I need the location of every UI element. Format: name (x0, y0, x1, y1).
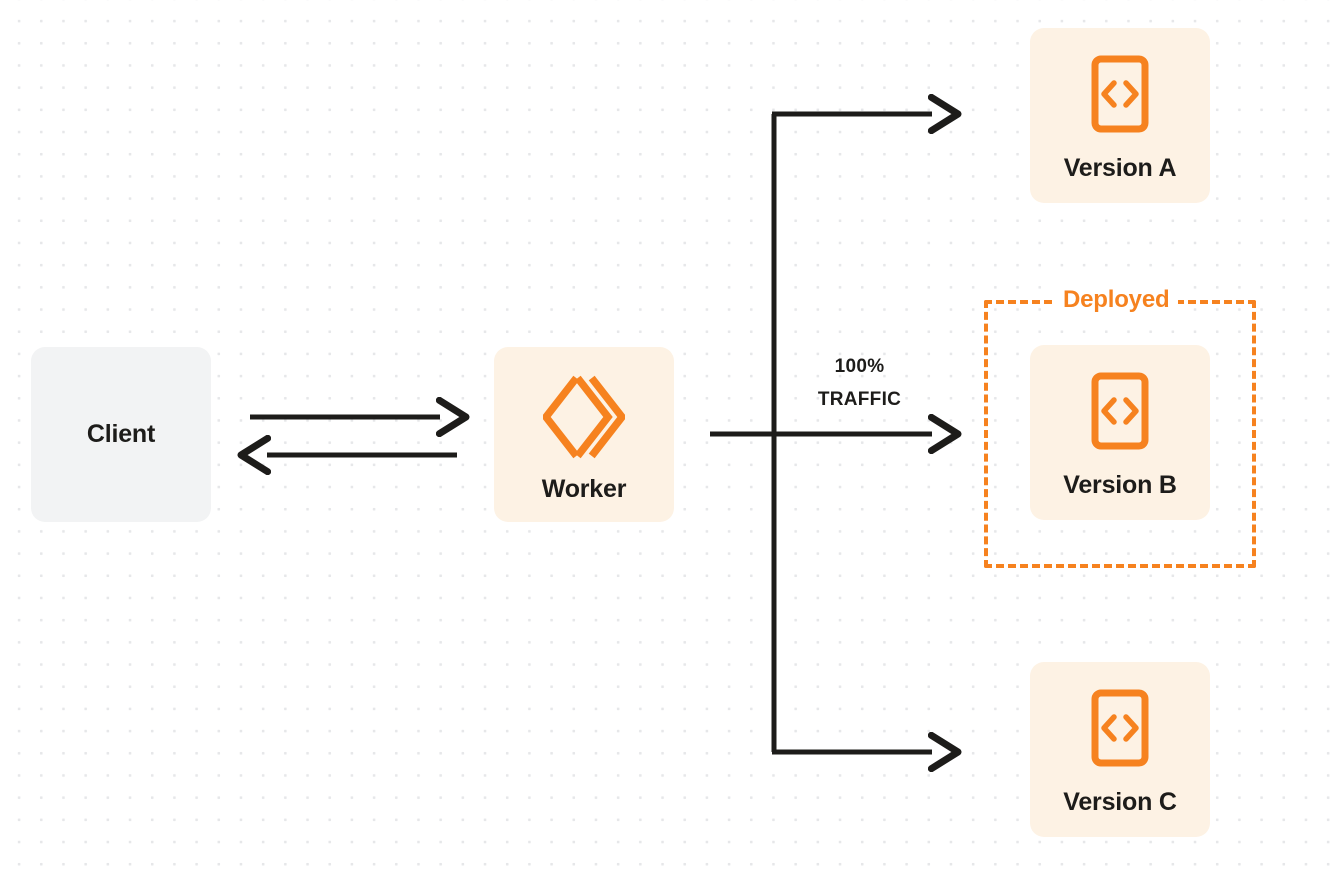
node-version-c-label: Version C (1063, 788, 1177, 816)
node-version-b[interactable]: Version B (1030, 345, 1210, 520)
traffic-annotation: 100% TRAFFIC (782, 350, 937, 416)
traffic-caption: TRAFFIC (817, 389, 902, 410)
node-client[interactable]: Client (31, 347, 211, 522)
node-worker-label: Worker (541, 475, 627, 503)
node-version-c[interactable]: Version C (1030, 662, 1210, 837)
node-version-a-label: Version A (1063, 154, 1177, 182)
node-client-label: Client (86, 420, 156, 448)
cloudflare-workers-logo-icon (541, 375, 627, 459)
node-version-b-label: Version B (1063, 471, 1177, 499)
code-document-icon (1090, 371, 1150, 451)
node-version-a[interactable]: Version A (1030, 28, 1210, 203)
code-document-icon (1090, 54, 1150, 134)
node-worker[interactable]: Worker (494, 347, 674, 522)
code-document-icon (1090, 688, 1150, 768)
traffic-percent: 100% (834, 356, 885, 377)
deployed-badge-label: Deployed (1054, 285, 1179, 315)
